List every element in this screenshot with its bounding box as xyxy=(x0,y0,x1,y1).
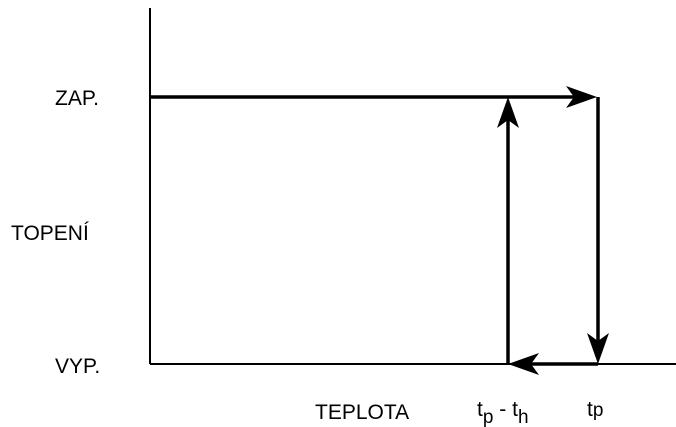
threshold-low-label: tp - th xyxy=(477,398,529,427)
on-level-arrowhead xyxy=(566,86,597,108)
threshold-low-t2: t xyxy=(512,398,518,421)
threshold-high-sub: p xyxy=(593,400,604,421)
off-level-arrowhead xyxy=(508,353,539,375)
threshold-high-label: tp xyxy=(587,398,603,421)
threshold-low-sep: - xyxy=(493,398,512,421)
threshold-high-t: t xyxy=(587,398,593,421)
y-label-off: VYP. xyxy=(55,355,100,378)
switch-on-arrowhead xyxy=(497,97,519,128)
threshold-low-t1: t xyxy=(477,398,483,421)
x-label-temperature: TEPLOTA xyxy=(315,401,409,424)
y-label-heating: TOPENÍ xyxy=(11,222,89,245)
threshold-low-sub2: h xyxy=(518,407,529,427)
switch-off-arrowhead xyxy=(587,333,609,364)
y-label-on: ZAP. xyxy=(55,87,99,110)
threshold-low-sub1: p xyxy=(483,407,494,427)
